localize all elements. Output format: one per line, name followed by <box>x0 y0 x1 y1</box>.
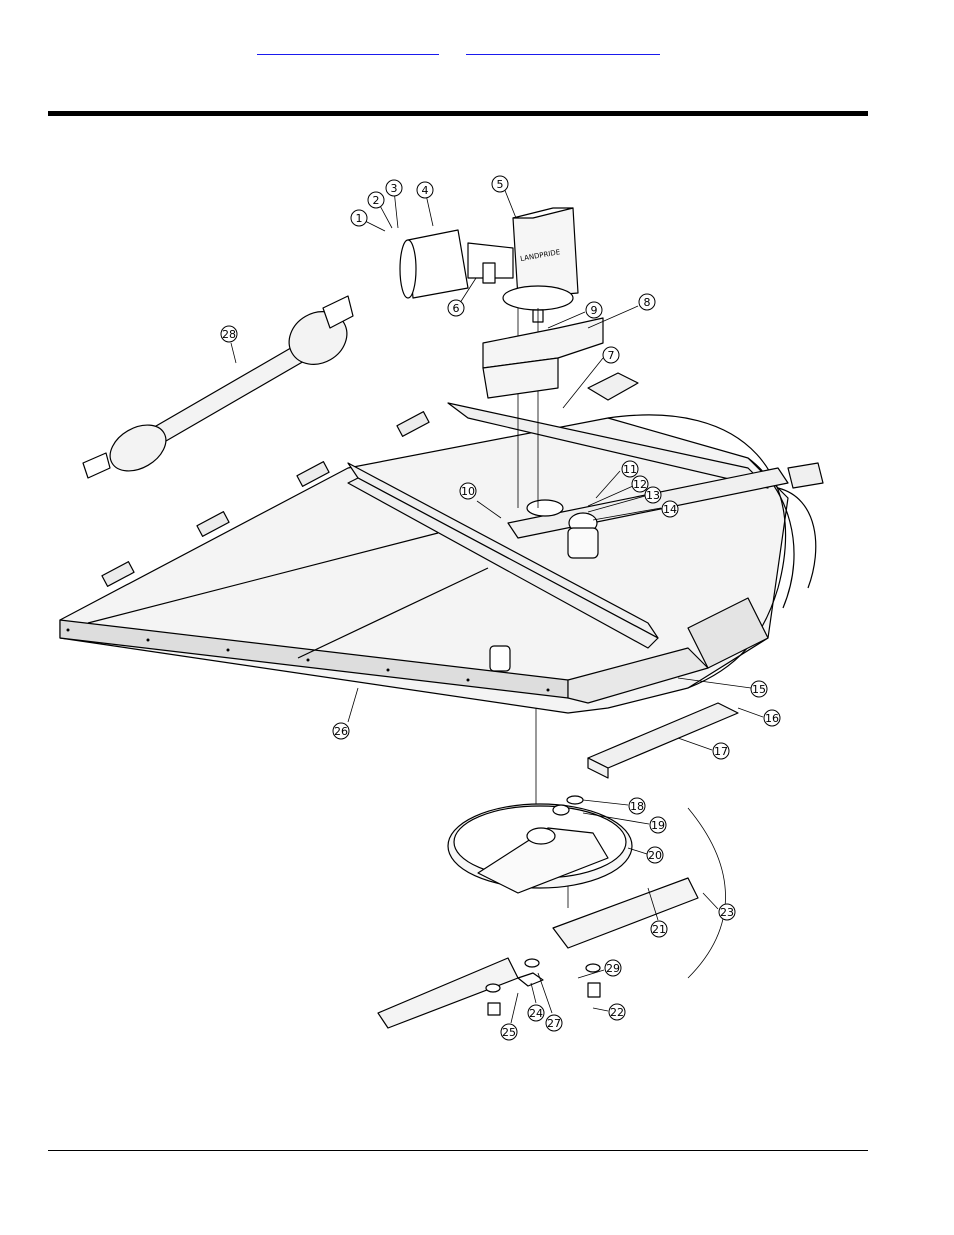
callout-4: 4 <box>416 181 434 227</box>
callout-13: 13 <box>587 486 662 513</box>
callout-18: 18 <box>582 797 646 815</box>
deck-side-tabs <box>101 411 430 587</box>
callout-23: 23 <box>702 892 736 921</box>
svg-text:28: 28 <box>222 328 236 341</box>
svg-text:2: 2 <box>373 194 380 207</box>
callout-19: 19 <box>582 812 667 834</box>
callout-3: 3 <box>385 179 403 229</box>
svg-text:21: 21 <box>652 923 666 936</box>
svg-text:11: 11 <box>623 463 637 476</box>
svg-text:26: 26 <box>334 725 348 738</box>
hardware <box>485 795 601 1016</box>
callout-9: 9 <box>547 301 603 329</box>
svg-text:8: 8 <box>644 296 651 309</box>
callout-20: 20 <box>627 846 664 864</box>
callout-16: 16 <box>737 707 781 727</box>
callout-5: 5 <box>491 175 517 219</box>
svg-text:6: 6 <box>453 302 460 315</box>
callout-21: 21 <box>647 887 668 938</box>
svg-text:16: 16 <box>765 712 779 725</box>
svg-text:14: 14 <box>663 503 677 516</box>
svg-text:13: 13 <box>646 489 660 502</box>
callout-24: 24 <box>527 982 545 1022</box>
svg-text:15: 15 <box>752 683 766 696</box>
callout-12: 12 <box>587 475 649 507</box>
callout-bubbles: 1 2 3 4 5 6 7 8 9 10 11 12 13 14 15 16 1… <box>220 175 781 1041</box>
svg-text:18: 18 <box>630 800 644 813</box>
callout-28: 28 <box>220 325 238 364</box>
exploded-parts-diagram: LANDPRIDE <box>59 175 824 1041</box>
callout-11: 11 <box>595 460 639 499</box>
svg-text:23: 23 <box>720 906 734 919</box>
callout-29: 29 <box>577 959 622 979</box>
blade-carrier <box>447 803 633 894</box>
callout-1: 1 <box>350 209 386 232</box>
svg-text:19: 19 <box>651 819 665 832</box>
header-link-right[interactable] <box>466 44 660 55</box>
svg-text:25: 25 <box>502 1026 516 1039</box>
gearbox-shields <box>482 317 604 399</box>
callout-10: 10 <box>459 482 502 519</box>
callout-2: 2 <box>367 191 393 229</box>
blade-bracket-line <box>687 807 726 979</box>
svg-text:27: 27 <box>547 1017 561 1030</box>
svg-text:17: 17 <box>714 745 728 758</box>
svg-text:5: 5 <box>497 178 504 191</box>
svg-text:9: 9 <box>591 304 598 317</box>
callout-6: 6 <box>447 277 477 317</box>
svg-text:20: 20 <box>648 849 662 862</box>
header-link-left[interactable] <box>257 44 439 55</box>
svg-text:24: 24 <box>529 1007 543 1020</box>
callout-22: 22 <box>592 1003 626 1021</box>
callout-15: 15 <box>677 677 768 698</box>
callout-17: 17 <box>677 737 730 760</box>
svg-text:29: 29 <box>606 962 620 975</box>
header-rule <box>48 111 868 116</box>
footer-rule <box>48 1150 868 1151</box>
callout-14: 14 <box>592 500 679 521</box>
callout-26: 26 <box>332 687 359 740</box>
callout-27: 27 <box>537 972 563 1032</box>
svg-text:7: 7 <box>608 349 615 362</box>
svg-text:3: 3 <box>391 182 398 195</box>
gearbox-mount-plate <box>489 499 599 672</box>
svg-text:1: 1 <box>356 212 363 225</box>
callout-7: 7 <box>562 346 620 409</box>
gearbox: LANDPRIDE <box>399 207 579 323</box>
callout-25: 25 <box>500 992 519 1041</box>
callout-8: 8 <box>587 293 656 329</box>
svg-text:12: 12 <box>633 478 647 491</box>
mower-deck <box>59 414 817 714</box>
svg-text:10: 10 <box>461 485 475 498</box>
svg-text:4: 4 <box>422 184 429 197</box>
svg-text:22: 22 <box>610 1006 624 1019</box>
driveline-pto-shaft <box>82 295 354 479</box>
side-skid-plate <box>587 702 739 779</box>
